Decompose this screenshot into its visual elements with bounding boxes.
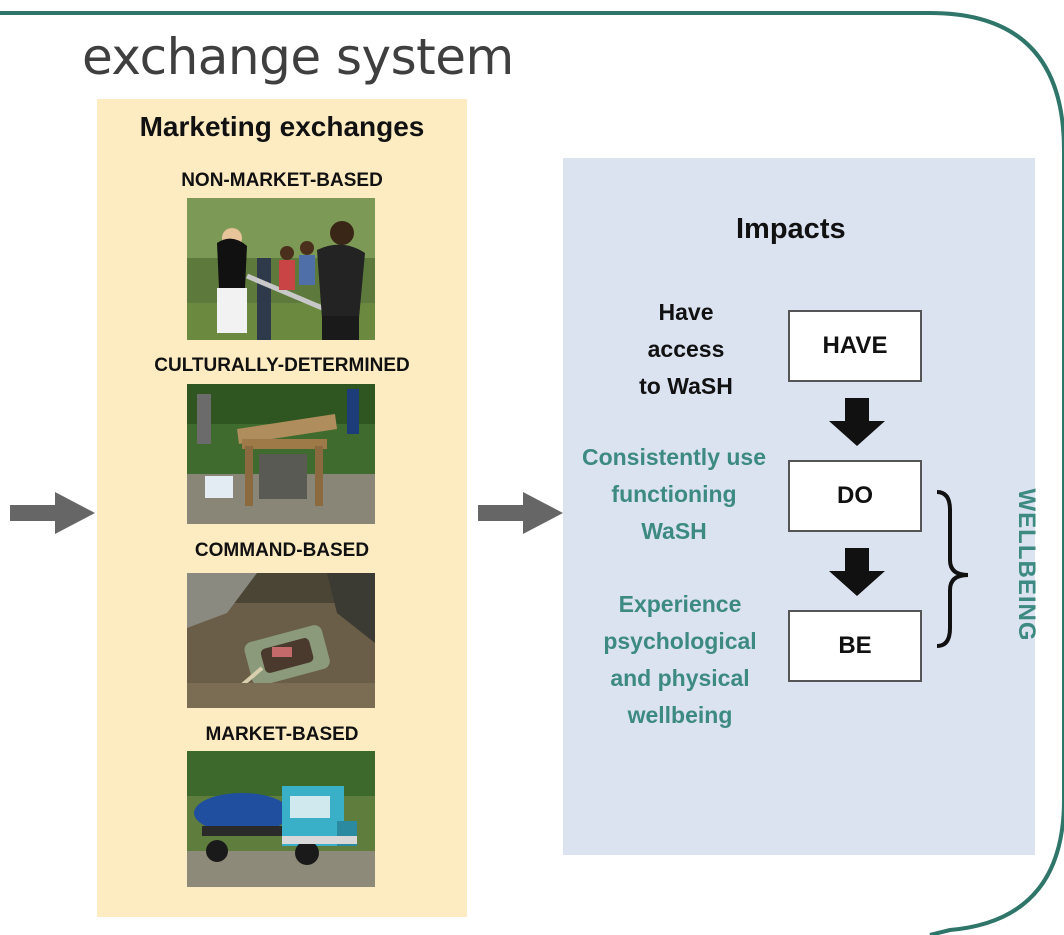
be-description: Experience psychological and physical we… [579,586,781,734]
do-description-line: WaSH [641,518,707,544]
do-box: DO [788,460,922,532]
be-description-line: psychological [603,628,757,654]
people-at-water-pump-photo [187,198,375,340]
water-tanker-truck-photo [187,751,375,887]
marketing-exchanges-panel: Marketing exchanges NON-MARKET-BASED CUL… [97,99,467,917]
do-description-line: functioning [611,481,737,507]
be-description-line: and physical [610,665,750,691]
have-description: Have access to WaSH [606,294,766,405]
have-box: HAVE [788,310,922,382]
be-box: BE [788,610,922,682]
have-description-line: Have [658,299,714,325]
exchange-type-label: CULTURALLY-DETERMINED [154,355,410,376]
exchange-type-label: NON-MARKET-BASED [181,170,383,191]
broken-water-pipe-photo [187,573,375,708]
do-description-line: Consistently use [581,444,767,470]
page-title: exchange system [82,28,514,86]
wooden-well-cover-photo [187,384,375,524]
exchange-type-label: MARKET-BASED [205,724,359,745]
have-description-line: to WaSH [639,373,733,399]
be-description-line: Experience [618,591,742,617]
do-description: Consistently use functioning WaSH [561,439,787,550]
have-description-line: access [647,336,725,362]
wellbeing-label: WELLBEING [1013,488,1040,642]
marketing-exchanges-heading: Marketing exchanges [139,111,425,142]
impacts-title: Impacts [736,213,846,245]
exchange-type-label: COMMAND-BASED [194,540,370,561]
be-description-line: wellbeing [627,702,733,728]
